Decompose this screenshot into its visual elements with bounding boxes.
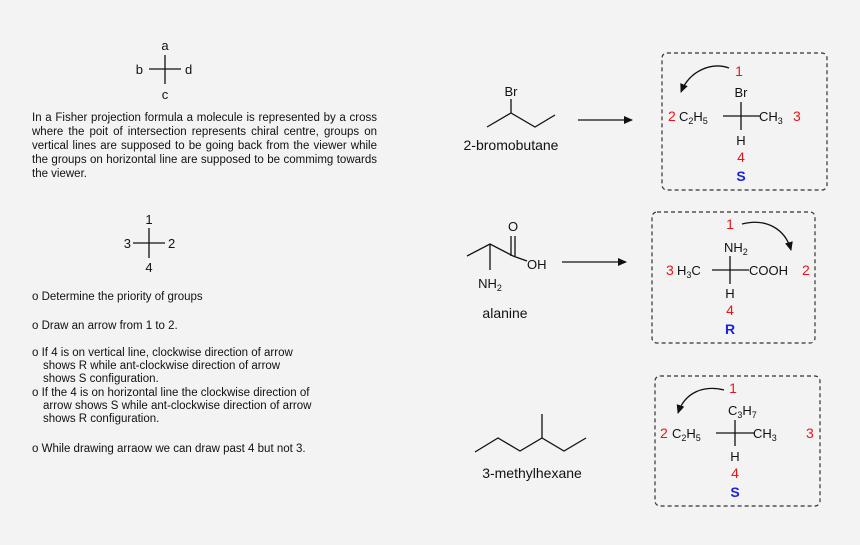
- priority-label: 1: [726, 216, 734, 232]
- step-text: Determine the priority of groups: [41, 291, 203, 303]
- compound-name: 3-methylhexane: [482, 465, 582, 481]
- step-text: shows S configuration.: [43, 373, 159, 385]
- oxygen-atom-label: O: [508, 219, 518, 234]
- step-bullet: o: [32, 291, 39, 303]
- priority-bottom-label: 4: [145, 260, 152, 275]
- group-bottom: H: [725, 286, 734, 301]
- priority-label: 3: [793, 108, 801, 124]
- group-left-label: b: [136, 62, 143, 77]
- generic-fisher-projection: a b d c: [136, 38, 192, 102]
- group-right: CH3: [759, 109, 783, 126]
- step-text: shows R configuration.: [43, 413, 160, 425]
- fisher-projection-explanation: In a Fisher projection formula a molecul…: [32, 112, 377, 180]
- step-text: Draw an arrow from 1 to 2.: [41, 320, 178, 332]
- step-bullet: o: [32, 320, 39, 332]
- compound-name: alanine: [482, 305, 527, 321]
- configuration-label: S: [730, 484, 739, 500]
- step-determine-priority: o Determine the priority of groups: [32, 291, 203, 304]
- hydroxyl-label: OH: [527, 257, 547, 272]
- priority-left-label: 3: [124, 236, 131, 251]
- group-top: Br: [735, 85, 749, 100]
- step-text: shows R while ant-clockwise direction of…: [43, 360, 281, 372]
- step-bullet: o: [32, 347, 39, 359]
- priority-fisher-projection: 1 3 2 4: [124, 212, 175, 275]
- priority-label: 2: [802, 262, 810, 278]
- skeletal-structure: [486, 112, 556, 128]
- group-top: C3H7: [728, 403, 757, 420]
- group-right-label: d: [185, 62, 192, 77]
- rotation-arrow: [676, 387, 725, 414]
- group-bottom: H: [730, 449, 739, 464]
- example-alanine: O OH NH2 alanine 1 NH2 3 H3C COOH 2 H 4 …: [466, 211, 816, 344]
- step-text: If the 4 is on horizontal line the clock…: [41, 387, 310, 399]
- step-horizontal-rule: o If the 4 is on horizontal line the clo…: [32, 387, 311, 426]
- priority-label: 3: [806, 425, 814, 441]
- priority-label: 4: [731, 465, 739, 481]
- amino-label: NH2: [478, 276, 502, 293]
- group-left: H3C: [677, 263, 701, 280]
- step-bullet: o: [32, 387, 39, 399]
- bromine-atom-label: Br: [505, 84, 519, 99]
- compound-name: 2-bromobutane: [464, 137, 559, 153]
- step-bullet: o: [32, 443, 39, 455]
- c-oh-bond: [512, 255, 528, 262]
- group-bottom-label: c: [162, 87, 169, 102]
- group-right: CH3: [753, 426, 777, 443]
- step-text: If 4 is on vertical line, clockwise dire…: [41, 347, 293, 359]
- group-top-label: a: [161, 38, 169, 53]
- priority-top-label: 1: [145, 212, 152, 227]
- step-text: While drawing arraow we can draw past 4 …: [41, 443, 306, 455]
- priority-label: 2: [660, 425, 668, 441]
- group-bottom: H: [736, 133, 745, 148]
- rotation-arrow: [680, 65, 730, 93]
- priority-right-label: 2: [168, 236, 175, 251]
- rotation-arrow: [741, 221, 793, 251]
- fischer-box: [651, 211, 816, 344]
- step-arrow-tip: o While drawing arraow we can draw past …: [32, 443, 306, 456]
- priority-label: 4: [737, 149, 745, 165]
- step-vertical-rule: o If 4 is on vertical line, clockwise di…: [32, 347, 293, 386]
- group-right: COOH: [749, 263, 788, 278]
- step-text: arrow shows S while ant-clockwise direct…: [43, 400, 312, 412]
- configuration-label: S: [736, 168, 745, 184]
- priority-label: 4: [726, 302, 734, 318]
- configuration-label: R: [725, 321, 735, 337]
- priority-label: 3: [666, 262, 674, 278]
- skeletal-structure: [474, 437, 587, 453]
- example-2-bromobutane: Br 2-bromobutane 1 Br 2 C2H5 CH3 3 H 4 S: [464, 52, 828, 191]
- fischer-box: [654, 375, 821, 507]
- fischer-box: [661, 52, 828, 191]
- priority-label: 2: [668, 108, 676, 124]
- priority-label: 1: [735, 63, 743, 79]
- example-3-methylhexane: 3-methylhexane 1 C3H7 2 C2H5 CH3 3 H 4 S: [474, 375, 821, 507]
- priority-label: 1: [729, 380, 737, 396]
- step-draw-arrow: o Draw an arrow from 1 to 2.: [32, 320, 178, 333]
- group-left: C2H5: [672, 426, 701, 443]
- group-left: C2H5: [679, 109, 708, 126]
- group-top: NH2: [724, 240, 748, 257]
